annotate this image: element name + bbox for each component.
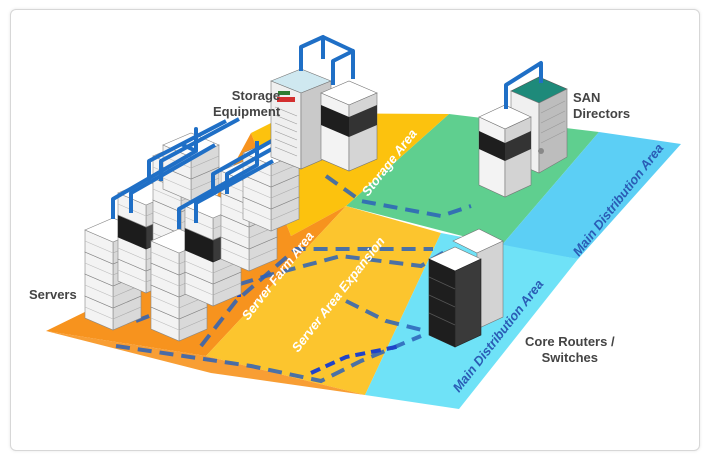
dashed-cable-expansion — [199, 247, 433, 348]
servers-label: Servers — [29, 287, 77, 302]
dashed-cable-low — [310, 344, 402, 375]
diagram-card: Server Farm Area Server Area Expansion S… — [10, 9, 700, 451]
dashed-cable-paths — [115, 174, 472, 384]
storage-cable-tray — [299, 35, 355, 85]
data-center-diagram: Server Farm Area Server Area Expansion S… — [46, 35, 681, 409]
storage-equipment-rack — [270, 68, 378, 172]
san-cable-tray — [504, 61, 543, 109]
zone-server-expansion — [206, 206, 441, 395]
core-router-rack — [428, 228, 504, 348]
core-routers-label: Core Routers / Switches — [525, 334, 615, 365]
dashed-cable-core — [345, 299, 427, 333]
zone-main-distribution-top — [501, 132, 681, 259]
storage-equipment-label: Storage Equipment — [213, 88, 281, 119]
server-cable-trays — [111, 117, 298, 229]
dashed-cable-farm-front — [115, 334, 422, 384]
san-director-rack — [478, 76, 568, 198]
san-directors-label: SAN Directors — [573, 90, 631, 121]
dashed-cable-farm-rear — [135, 249, 448, 323]
dashed-cable-storage — [324, 174, 472, 219]
